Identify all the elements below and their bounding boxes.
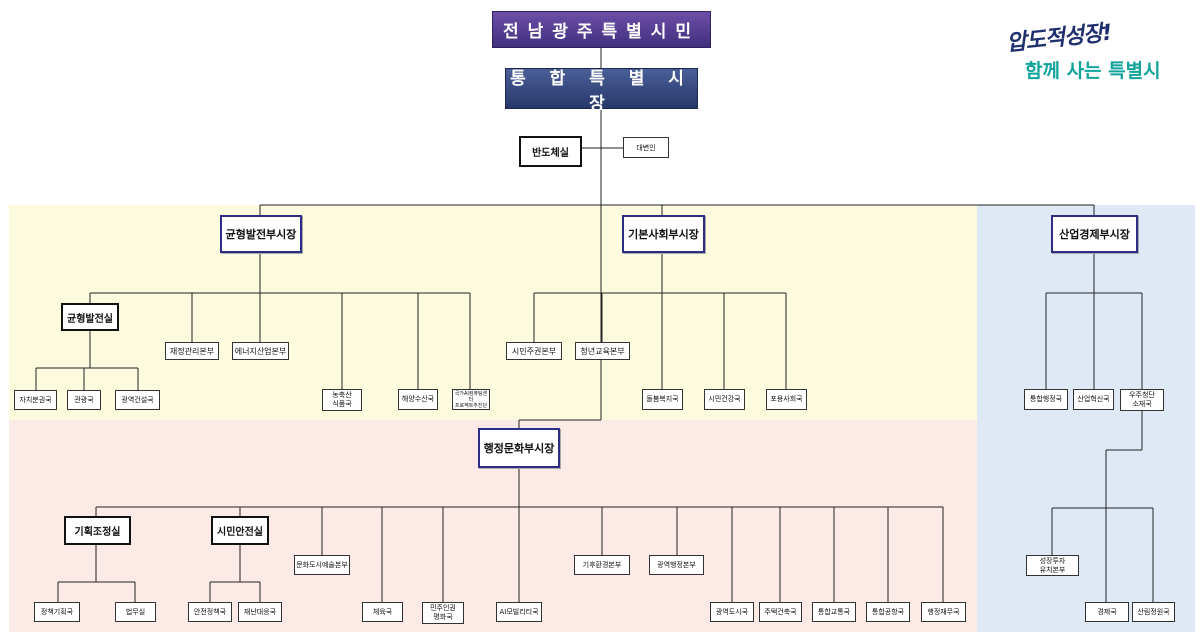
industry-innovation-bureau: 산업혁신국	[1073, 389, 1114, 410]
semiconductor-office: 반도체실	[519, 136, 582, 167]
ocean-fisheries-bureau: 해양수산국	[398, 389, 438, 410]
growth-investment-hq: 성장투자 유치본부	[1026, 555, 1079, 576]
citizen-safety-office: 시민안전실	[211, 516, 269, 545]
inclusive-society-bureau: 포용사회국	[766, 389, 807, 410]
autonomy-bureau: 자치분권국	[14, 390, 57, 410]
citizens-title: 전남광주특별시민	[492, 11, 711, 48]
citizen-sovereignty-hq: 시민주권본부	[506, 342, 562, 360]
planning-coordination-office: 기획조정실	[64, 516, 131, 545]
slogan: 압도적성장! 함께 사는 특별시	[1005, 20, 1186, 82]
regional-city-bureau: 광역도시국	[710, 602, 754, 622]
balanced-dev-vice-mayor: 균형발전부시장	[220, 215, 302, 253]
agri-food-bureau: 농축산 식품국	[322, 389, 362, 411]
regional-construction-bureau: 광역건설국	[115, 390, 160, 410]
industry-vice-mayor: 산업경제부시장	[1051, 215, 1138, 253]
energy-industry-hq: 에너지산업본부	[232, 342, 289, 360]
climate-environment-hq: 기후환경본부	[574, 555, 630, 575]
safety-policy-bureau: 안전정책국	[188, 602, 232, 622]
sports-bureau: 체육국	[362, 602, 403, 622]
social-vice-mayor: 기본사회부시장	[622, 215, 705, 253]
youth-education-hq: 청년교육본부	[575, 342, 630, 360]
housing-construction-bureau: 주택건축국	[759, 602, 802, 622]
care-welfare-bureau: 돌봄복지국	[642, 389, 683, 410]
policy-planning-bureau: 정책기획국	[34, 602, 80, 622]
disaster-response-bureau: 재난대응국	[238, 602, 282, 622]
culture-city-arts-hq: 문화도시예술본부	[294, 555, 350, 575]
democracy-human-rights-bureau: 민주인권 평화국	[422, 602, 464, 624]
admin-culture-vice-mayor: 행정문화부시장	[478, 428, 560, 468]
slogan-living-together: 함께 사는 특별시	[1025, 60, 1161, 82]
balanced-social-zone	[9, 205, 977, 420]
slogan-overwhelming-growth: 압도적성장!	[1005, 20, 1113, 57]
balanced-dev-office: 균형발전실	[61, 303, 119, 331]
admin-finance-bureau: 행정재무국	[921, 602, 966, 622]
ai-mobility-bureau: AI모빌리티국	[496, 602, 542, 622]
finance-hq: 재정관리본부	[165, 342, 219, 360]
industry-zone	[977, 205, 1195, 632]
tourism-bureau: 관광국	[67, 390, 101, 410]
spokesperson-box: 대변인	[623, 137, 669, 158]
regional-admin-hq: 광역행정본부	[649, 555, 704, 575]
space-materials-bureau: 우주청단 소재국	[1120, 389, 1164, 411]
legal-affairs-office: 법무실	[115, 602, 156, 622]
ai-computing-center-task-force: 국가AI컴퓨팅센터 프로젝트추진단	[452, 389, 490, 410]
integrated-transport-bureau: 통합교통국	[812, 602, 856, 622]
mayor-box: 통 합 특 별 시 장	[505, 68, 698, 114]
economy-bureau: 경제국	[1085, 602, 1129, 622]
citizen-health-bureau: 시민건강국	[704, 389, 745, 410]
integrated-admin-bureau: 통합행정국	[1024, 389, 1068, 410]
integrated-airport-bureau: 통합공항국	[866, 602, 910, 622]
forest-garden-bureau: 산림정원국	[1132, 602, 1175, 622]
